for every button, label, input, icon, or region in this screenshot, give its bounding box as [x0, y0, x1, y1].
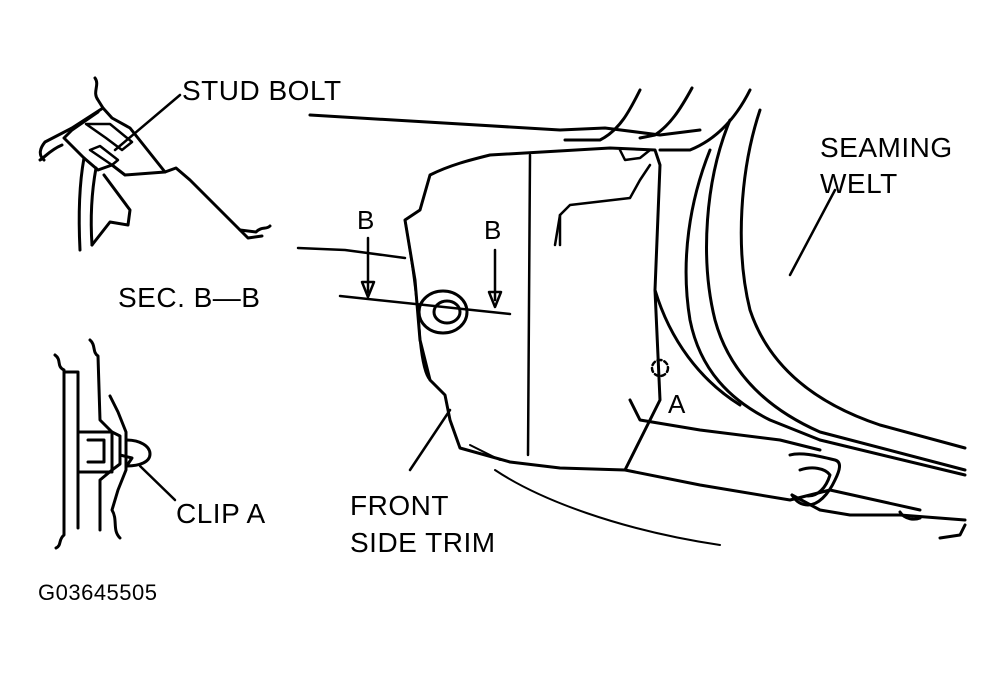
- clip-a-label: CLIP A: [176, 498, 266, 529]
- section-b-left-label: B: [357, 205, 375, 235]
- clip-a-leader: [138, 464, 177, 502]
- section-b-b-detail: [38, 76, 272, 252]
- point-a-label: A: [668, 389, 686, 419]
- section-label: SEC. B—B: [118, 282, 261, 313]
- front-side-trim-label-line2: SIDE TRIM: [350, 527, 496, 558]
- seaming-welt-label-line2: WELT: [820, 168, 898, 199]
- stud-bolt-label: STUD BOLT: [182, 75, 342, 106]
- figure-code: G03645505: [38, 580, 158, 605]
- stud-bolt-head: [417, 289, 469, 335]
- section-b-right-label: B: [484, 215, 502, 245]
- section-line: [296, 236, 512, 316]
- seaming-welt-leader: [788, 188, 837, 277]
- front-side-trim-panel: [403, 146, 832, 546]
- clip-a-location: [650, 358, 670, 378]
- sill-tube: [788, 452, 967, 540]
- front-side-trim-leader: [408, 408, 452, 472]
- stud-bolt-leader: [113, 93, 182, 152]
- clip-a-detail: [53, 338, 152, 550]
- seaming-welt-label-line1: SEAMING: [820, 132, 953, 163]
- body-pillar: [308, 86, 967, 477]
- front-side-trim-label-line1: FRONT: [350, 490, 449, 521]
